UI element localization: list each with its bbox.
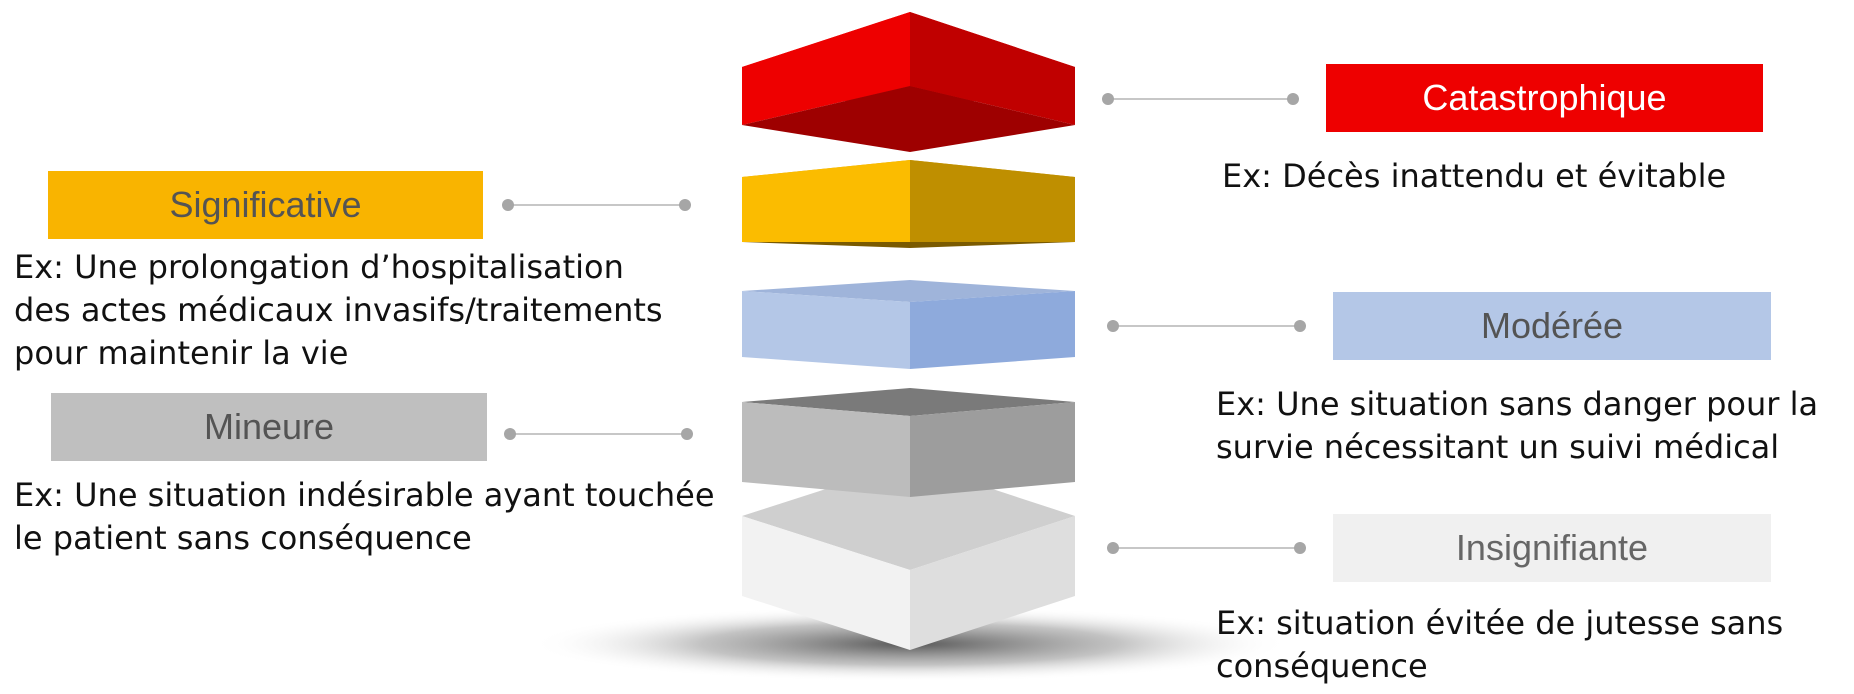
example-significative: Ex: Une prolongation d’hospitalisation d… xyxy=(14,248,663,372)
connector-insignifiante xyxy=(1107,542,1306,554)
label-moderee: Modérée xyxy=(1333,292,1771,360)
connector-catastrophique xyxy=(1102,93,1299,105)
example-moderee: Ex: Une situation sans danger pour la su… xyxy=(1216,385,1819,466)
connector-mineure xyxy=(504,428,693,440)
connector-moderee xyxy=(1107,320,1306,332)
connector-significative xyxy=(502,199,691,211)
example-mineure: Ex: Une situation indésirable ayant touc… xyxy=(14,476,715,557)
slab-significative xyxy=(742,160,1075,248)
slab-moderee xyxy=(742,280,1075,369)
label-significative: Significative xyxy=(48,171,483,239)
label-catastrophique: Catastrophique xyxy=(1326,64,1763,132)
slab-mineure xyxy=(742,388,1075,497)
label-mineure: Mineure xyxy=(51,393,487,461)
slab-catastrophique xyxy=(742,12,1075,152)
example-catastrophique: Ex: Décès inattendu et évitable xyxy=(1222,157,1727,195)
label-insignifiante: Insignifiante xyxy=(1333,514,1771,582)
example-insignifiante: Ex: situation évitée de jutesse sans con… xyxy=(1216,604,1784,685)
